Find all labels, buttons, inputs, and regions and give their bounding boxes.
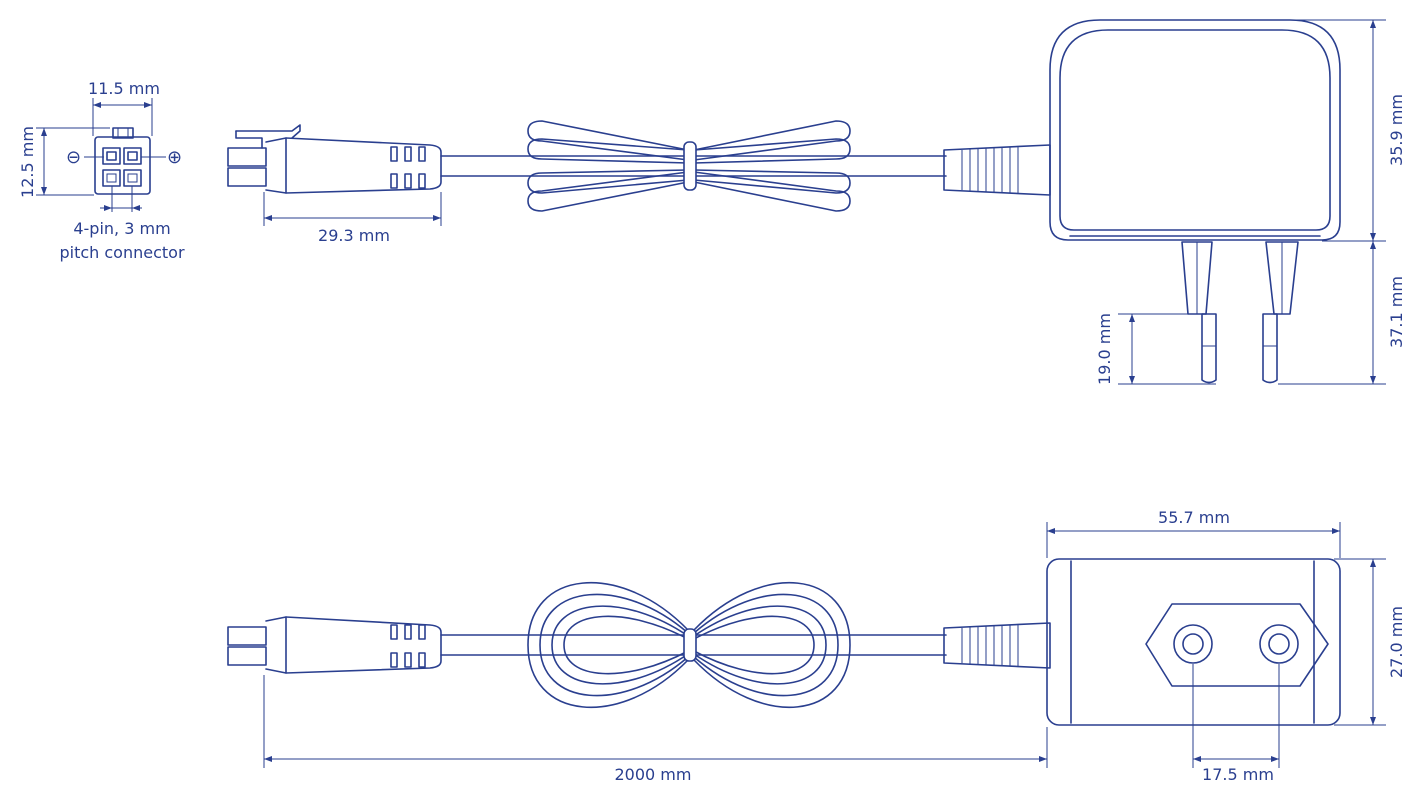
strain-relief-side	[943, 144, 1051, 196]
connector-caption-line1: 4-pin, 3 mm	[73, 219, 170, 238]
adapter-body-front	[1046, 558, 1341, 726]
connector-width-label: 11.5 mm	[88, 79, 160, 98]
connector-pitch-dimension	[100, 205, 142, 211]
adapter-body-side	[1049, 19, 1341, 241]
connector-height-dimension	[36, 127, 110, 196]
adapter-width-label: 55.7 mm	[1158, 508, 1230, 527]
connector-height-label: 12.5 mm	[18, 126, 37, 198]
coiled-cable-side	[440, 120, 947, 212]
adapter-pin-length-label: 37.1 mm	[1387, 276, 1406, 348]
strain-relief-top	[943, 622, 1051, 669]
adapter-depth-label: 27.0 mm	[1387, 606, 1406, 678]
plug-top-view	[227, 616, 442, 674]
adapter-body-height-label: 35.9 mm	[1387, 94, 1406, 166]
minus-terminal-icon: ⊖	[66, 147, 81, 168]
pin-insert-dimension	[1118, 313, 1216, 385]
pin-spacing-label: 17.5 mm	[1202, 765, 1274, 784]
adapter-width-dimension	[1046, 522, 1341, 558]
connector-caption-line2: pitch connector	[59, 243, 184, 262]
plug-length-dimension	[263, 192, 442, 226]
cable-length-label: 2000 mm	[615, 765, 692, 784]
adapter-height-dimensions	[1278, 19, 1386, 385]
plug-side-view	[227, 124, 442, 194]
pin-spacing-dimension	[1192, 664, 1280, 768]
plug-length-label: 29.3 mm	[318, 226, 390, 245]
pin-insert-label: 19.0 mm	[1095, 313, 1114, 385]
connector-width-dimension	[92, 98, 153, 136]
connector-front-view	[84, 127, 166, 212]
cable-length-dimension	[263, 675, 1048, 768]
coiled-cable-top	[440, 581, 947, 709]
plus-terminal-icon: ⊕	[167, 147, 182, 168]
adapter-pins-side	[1181, 241, 1299, 384]
adapter-depth-dimension	[1334, 558, 1386, 726]
